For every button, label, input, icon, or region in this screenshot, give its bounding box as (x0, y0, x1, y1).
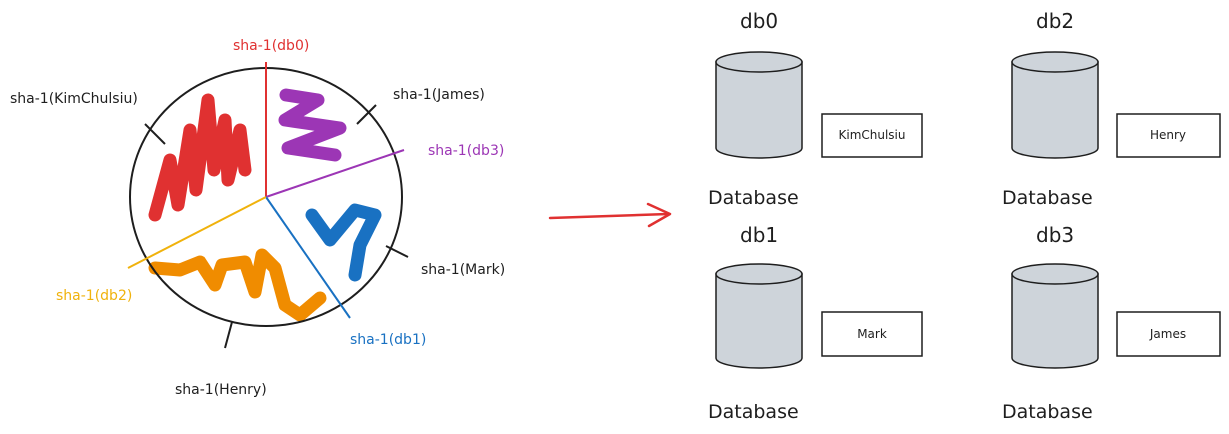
key-box (1116, 113, 1221, 158)
db0-region-scribble (148, 93, 252, 222)
database-title: db3 (1036, 223, 1074, 247)
database-caption: Database (708, 401, 799, 423)
label-sha-james: sha-1(James) (393, 87, 485, 103)
key-box (1116, 311, 1221, 357)
label-sha-mark: sha-1(Mark) (421, 262, 505, 278)
database-cylinder (1011, 263, 1099, 369)
arrow-shaft (548, 212, 670, 220)
database-title: db0 (740, 9, 778, 33)
database-db2: db2 Henry Database (1002, 9, 1221, 209)
database-cylinder (715, 263, 803, 369)
db1-region-scribble (305, 203, 382, 282)
db2-partition-line (127, 196, 267, 269)
label-sha-kim: sha-1(KimChulsiu) (10, 91, 138, 107)
label-sha-db1: sha-1(db1) (350, 332, 426, 348)
database-caption: Database (1002, 401, 1093, 423)
hash-ring: sha-1(db0) sha-1(KimChulsiu) sha-1(James… (10, 38, 505, 398)
db1-partition-line (265, 196, 351, 319)
database-title: db2 (1036, 9, 1074, 33)
label-sha-db3: sha-1(db3) (428, 143, 504, 159)
label-sha-db2: sha-1(db2) (56, 288, 132, 304)
label-sha-henry: sha-1(Henry) (175, 382, 267, 398)
db3-partition-line (265, 149, 405, 198)
key-box (821, 113, 923, 158)
database-cylinder (1011, 51, 1099, 159)
henry-tick (224, 321, 233, 349)
key-label: Mark (857, 327, 887, 341)
mark-tick (385, 245, 409, 258)
key-label: Henry (1150, 128, 1186, 142)
james-tick (356, 104, 377, 125)
database-db1: db1 Mark Database (708, 223, 923, 423)
key-label: KimChulsiu (838, 128, 905, 142)
db2-region-scribble (148, 248, 327, 322)
database-title: db1 (740, 223, 778, 247)
mapping-arrow (548, 202, 672, 228)
kim-tick (144, 123, 166, 145)
database-db0: db0 KimChulsiu Database (708, 9, 923, 209)
db3-region-scribble (278, 88, 347, 162)
database-cylinder (715, 51, 803, 159)
database-caption: Database (708, 187, 799, 209)
key-box (821, 311, 923, 357)
key-label: James (1149, 327, 1186, 341)
database-caption: Database (1002, 187, 1093, 209)
database-db3: db3 James Database (1002, 223, 1221, 423)
label-sha-db0: sha-1(db0) (233, 38, 309, 54)
arrow-head (646, 202, 672, 228)
